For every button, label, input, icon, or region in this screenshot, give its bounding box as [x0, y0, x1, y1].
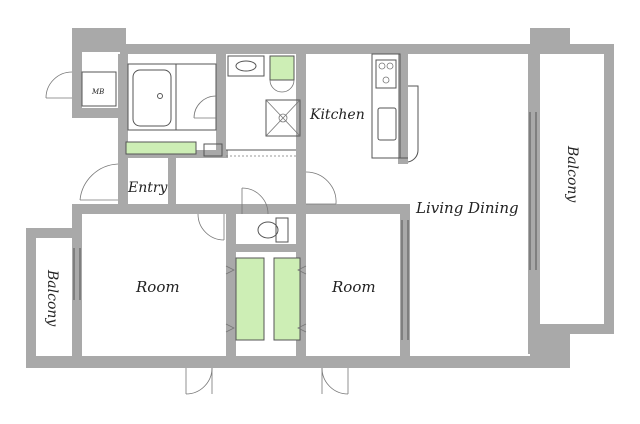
entry-label: Entry — [127, 180, 169, 196]
balcony-right-label: Balcony — [564, 145, 580, 203]
toilet — [257, 217, 289, 243]
room-interiors — [36, 54, 604, 356]
meter-box: MB — [45, 71, 117, 107]
kitchen-label: Kitchen — [309, 107, 365, 123]
entry-area: Entry — [79, 141, 337, 241]
room-right-label: Room — [331, 278, 376, 296]
room-left-label: Room — [135, 278, 180, 296]
living-dining-label: Living Dining — [415, 199, 519, 217]
washroom-fixtures — [226, 55, 301, 157]
storage-closets — [225, 257, 307, 341]
bathtub — [127, 63, 217, 131]
outer-walls — [26, 28, 614, 368]
windows — [73, 112, 537, 340]
kitchen-area: Kitchen — [309, 53, 419, 163]
bottom-doors — [185, 367, 349, 395]
balcony-left-label: Balcony — [44, 269, 60, 327]
meter-box-label: MB — [91, 88, 104, 96]
